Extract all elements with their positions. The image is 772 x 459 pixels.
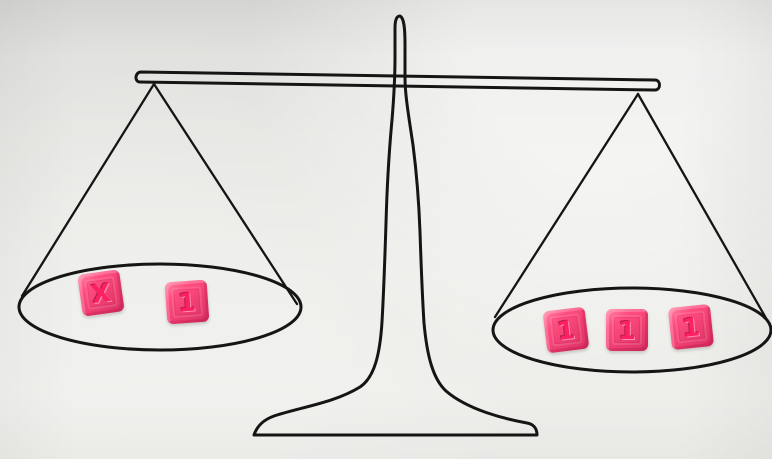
right-pan (491, 286, 772, 374)
left-pan-x-tile: X (77, 269, 125, 317)
tile-label: 1 (680, 311, 702, 343)
tile-label: 1 (177, 286, 197, 318)
right-pan-one-tile-3: 1 (667, 303, 715, 351)
right-pan-string-left (493, 92, 640, 319)
right-pan-one-tile-2: 1 (606, 309, 648, 351)
left-pan-string-left (20, 82, 156, 298)
scale-post (252, 14, 539, 437)
tile-label: 1 (618, 315, 636, 345)
left-pan-string-right (152, 82, 299, 306)
tile-label: 1 (555, 314, 577, 346)
right-pan-string-right (636, 92, 769, 322)
left-pan-one-tile: 1 (164, 279, 210, 325)
tile-label: X (89, 277, 113, 309)
scale-beam (134, 70, 661, 92)
left-pan (17, 262, 303, 352)
right-pan-one-tile-1: 1 (542, 306, 590, 354)
